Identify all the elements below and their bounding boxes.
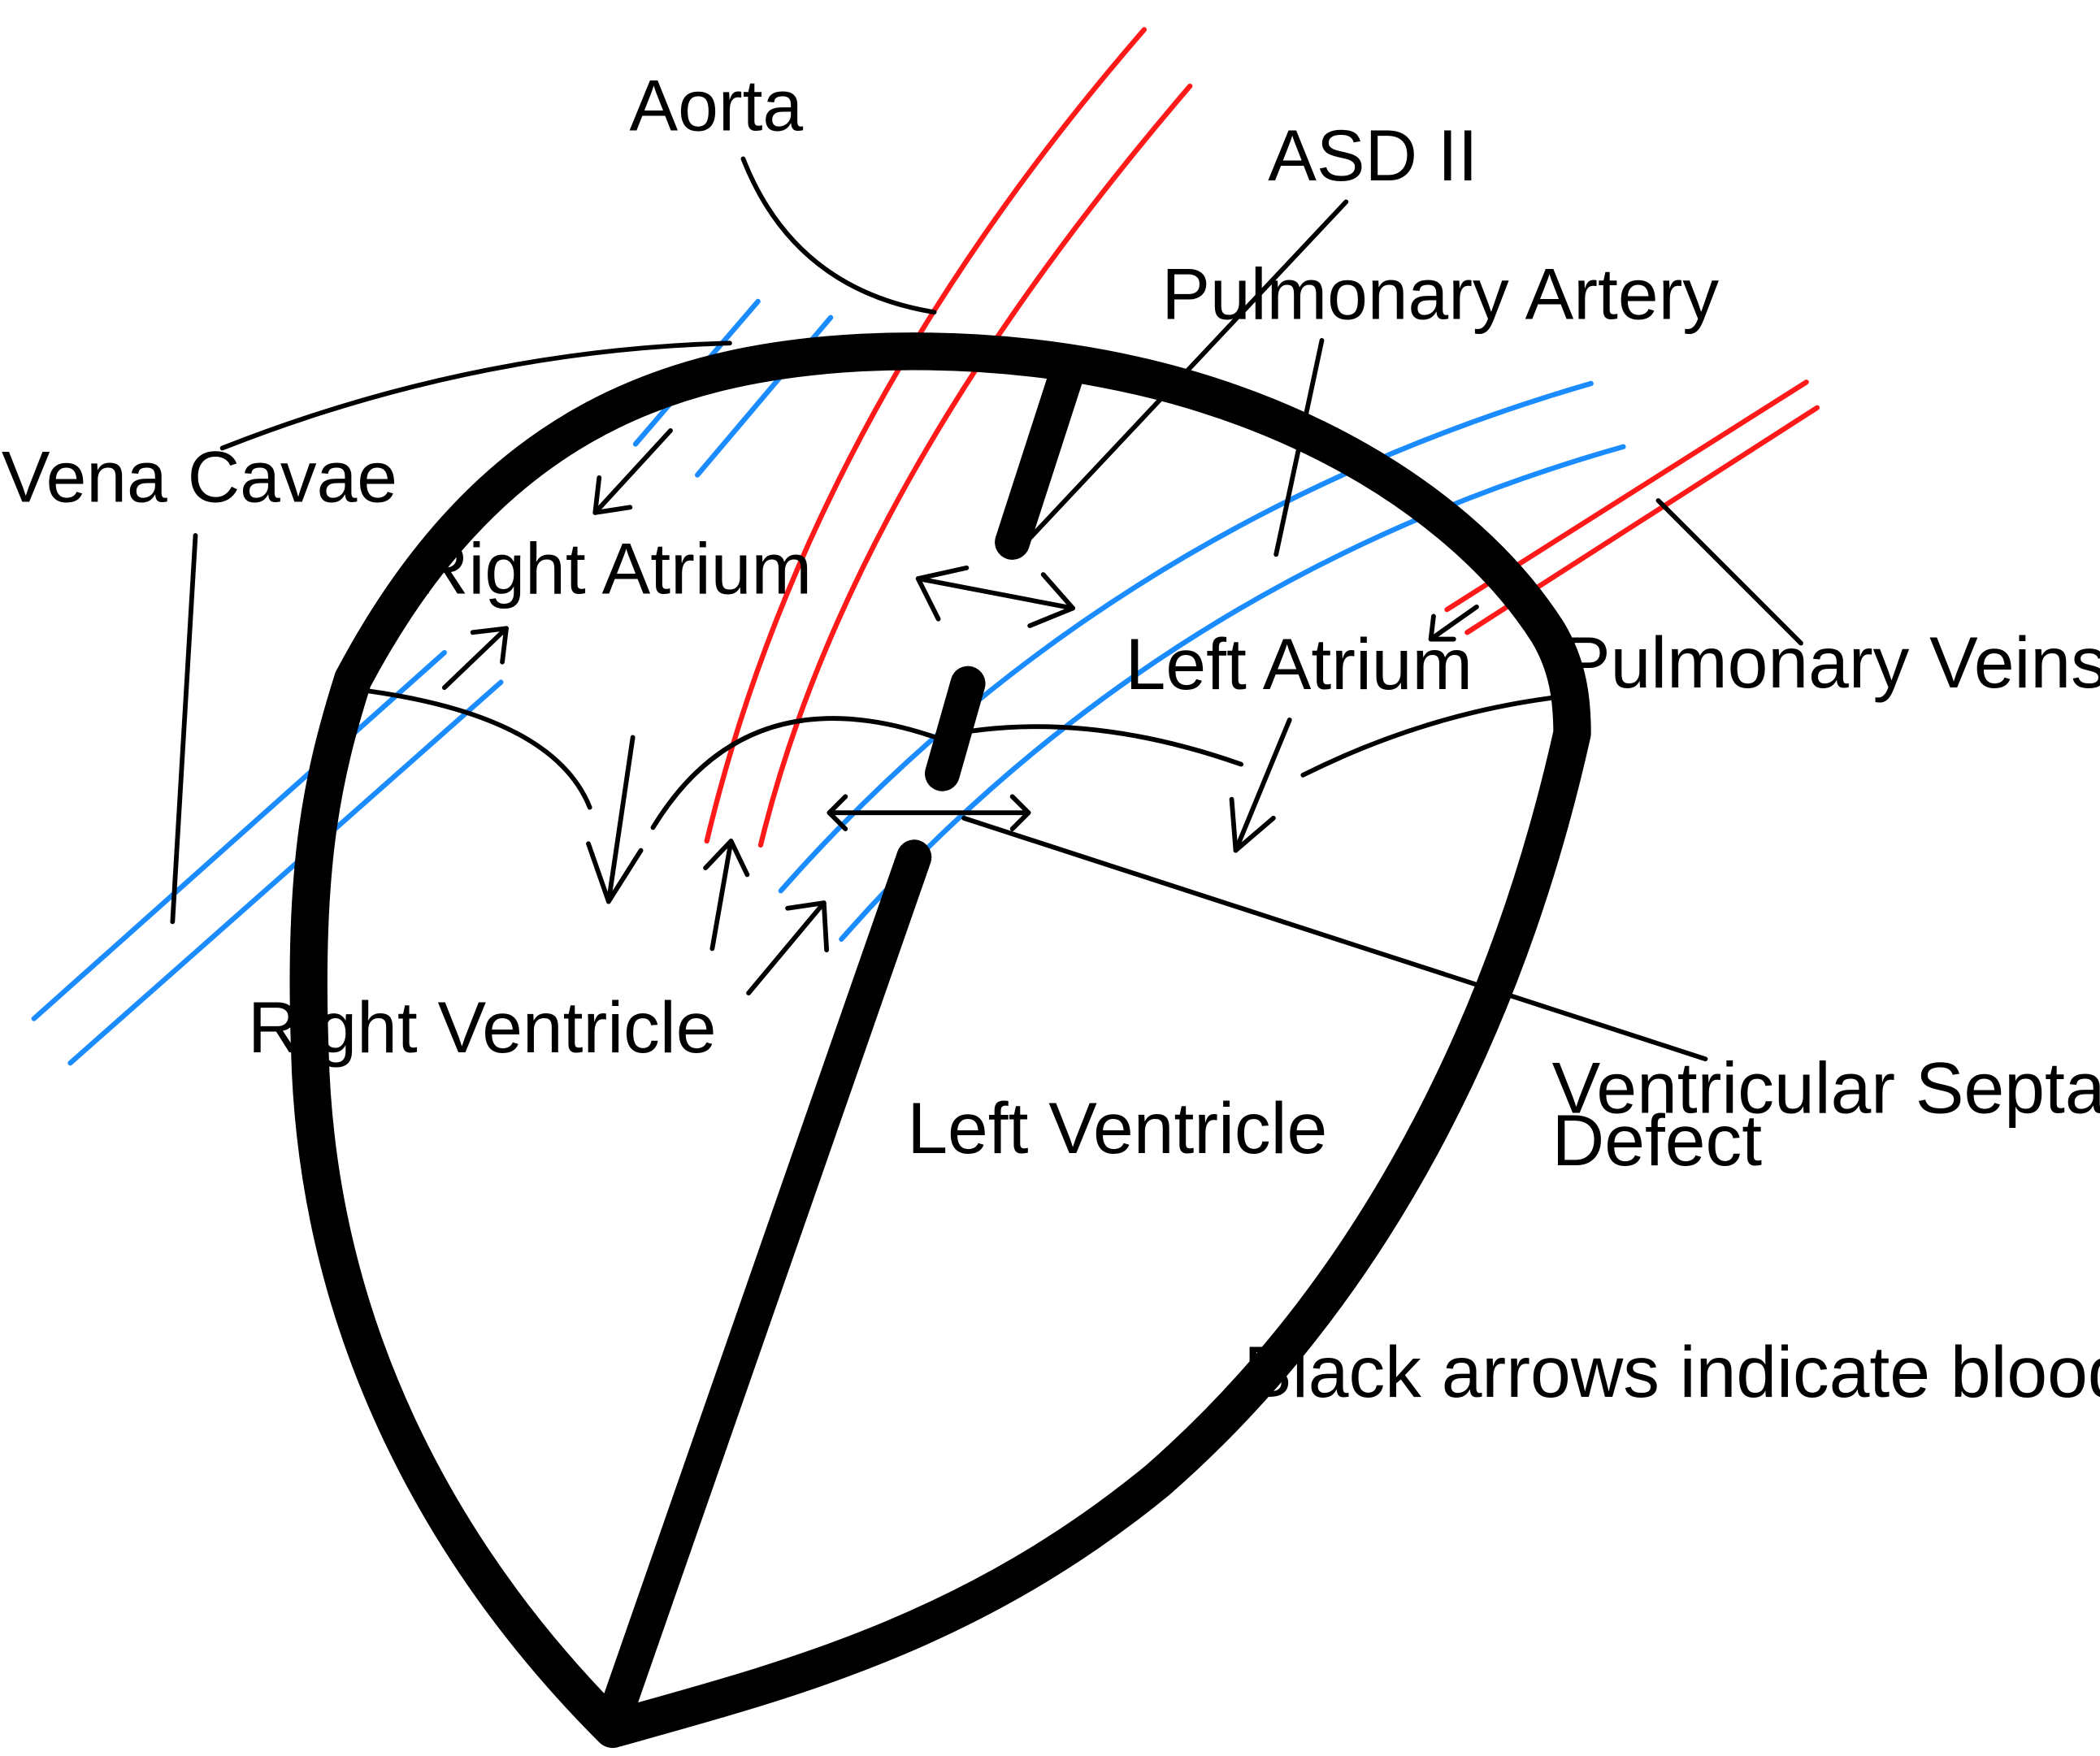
- label-pulmonary-artery: Pulmonary Artery: [1161, 253, 1719, 334]
- mitral-valve-curve: [1300, 694, 1561, 778]
- label-vsd-line1: Ventricular Septal: [1552, 1047, 2100, 1128]
- label-left-atrium: Left Atrium: [1126, 623, 1473, 705]
- leader-line-vena-cavae-lower: [170, 533, 198, 925]
- interatrial-septum-upper: [995, 345, 1088, 560]
- flow-arrow-pulmonary-veins-into-la: [1428, 604, 1479, 642]
- valve-curve-center: [650, 716, 1244, 830]
- label-pulmonary-veins: Pulmonary Veins: [1562, 622, 2100, 703]
- flow-arrow-ivc-into-ra: [441, 626, 509, 691]
- flow-arrow-rv-to-aorta: [703, 839, 750, 952]
- heart-outline: [289, 332, 1591, 1749]
- pulmonary-artery-vessel: [778, 380, 1626, 942]
- flow-arrow-svc-into-ra: [592, 428, 673, 515]
- leader-line-aorta: [740, 156, 937, 315]
- label-aorta: Aorta: [629, 65, 803, 146]
- label-right-ventricle: Right Ventricle: [248, 986, 716, 1068]
- label-left-ventricle: Left Ventricle: [907, 1087, 1327, 1168]
- leader-line-vena-cavae-upper: [219, 340, 732, 451]
- vena-cava-inferior: [31, 649, 504, 1066]
- legend-text: Black arrows indicate blood flow: [1243, 1331, 2100, 1412]
- flow-arrow-ra-to-rv: [586, 735, 644, 904]
- interventricular-septum: [595, 839, 932, 1741]
- label-asd: ASD II: [1268, 115, 1477, 196]
- tricuspid-valve-curve: [350, 686, 592, 810]
- flow-arrow-rv-to-pulmonary-artery: [746, 900, 830, 995]
- label-vena-cavae: Vena Cavae: [2, 436, 397, 518]
- leader-line-asd: [1027, 199, 1349, 541]
- flow-arrow-atrial-shunt: [915, 565, 1076, 628]
- flow-arrow-ventricular-shunt: [827, 794, 1031, 831]
- aorta-vessel: [704, 27, 1193, 848]
- leader-line-pulmonary-veins: [1655, 498, 1803, 646]
- leader-line-vsd: [961, 815, 1708, 1062]
- interatrial-septum-lower: [924, 666, 986, 791]
- label-right-atrium: Right Atrium: [416, 527, 812, 609]
- leader-line-pulmonary-artery: [1273, 338, 1325, 557]
- flow-arrow-la-to-lv: [1229, 718, 1292, 853]
- label-vsd-line2: Defect: [1552, 1099, 1763, 1181]
